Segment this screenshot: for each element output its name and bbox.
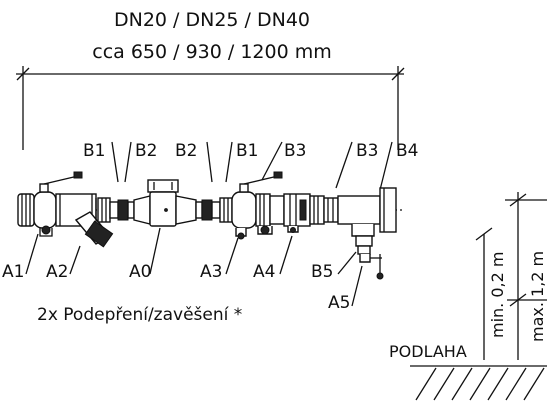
height-min-label: min. 0,2 m	[488, 252, 507, 338]
label-a0: A0	[129, 262, 151, 282]
ball-valve-a3	[231, 171, 283, 240]
fitting-b3	[309, 195, 339, 225]
label-a1: A1	[2, 262, 24, 282]
label-b1-left: B1	[83, 141, 105, 161]
ball-valve-a1	[17, 171, 83, 237]
fittings-b1-b2-left	[97, 197, 135, 223]
bottom-leader-lines	[25, 227, 363, 307]
length-dimension-line	[16, 66, 405, 150]
label-b3-right: B3	[356, 141, 378, 161]
strainer-a2	[55, 193, 114, 248]
drain-valve-b5	[355, 235, 384, 280]
pipe-assembly	[17, 171, 405, 280]
label-a4: A4	[253, 262, 275, 282]
label-a5: A5	[328, 293, 350, 313]
fittings-b2-b1-mid	[195, 197, 233, 223]
label-b2-left: B2	[135, 141, 157, 161]
height-max-label: max. 1,2 m	[528, 251, 547, 342]
dimension-length-text: cca 650 / 930 / 1200 mm	[92, 41, 331, 63]
water-meter-a0	[133, 179, 197, 227]
dimension-dn-text: DN20 / DN25 / DN40	[114, 9, 310, 31]
label-b4: B4	[396, 141, 418, 161]
floor-label: PODLAHA	[389, 342, 467, 361]
tee-b4	[337, 187, 397, 237]
label-b1-mid: B1	[236, 141, 258, 161]
label-b2-mid: B2	[175, 141, 197, 161]
label-b5: B5	[311, 262, 333, 282]
height-dimension	[475, 192, 547, 360]
label-a3: A3	[200, 262, 222, 282]
label-a2: A2	[46, 262, 68, 282]
support-note: 2x Podepření/zavěšení *	[37, 305, 242, 325]
floor-hatch	[410, 365, 547, 401]
top-leader-lines	[111, 141, 393, 191]
check-valve-a4	[269, 193, 311, 233]
label-b3-mid: B3	[284, 141, 306, 161]
